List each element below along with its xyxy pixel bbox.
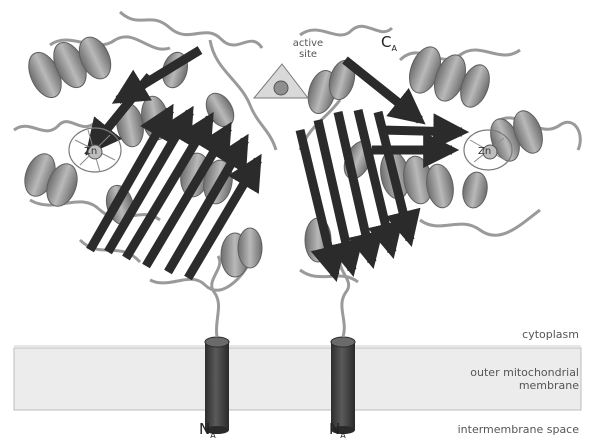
active-site-label: active site [288, 38, 328, 60]
left-monomer [14, 12, 276, 290]
cytoplasm-label: cytoplasm [522, 329, 579, 341]
active-site-marker [254, 64, 308, 98]
zn-label-right: Zn [478, 146, 491, 158]
n-terminus-label-left: NA [199, 423, 216, 442]
zn-label-left: Zn [84, 146, 97, 158]
intermembrane-space-label: intermembrane space [458, 424, 579, 436]
membrane-label: outer mitochondrial membrane [470, 366, 579, 392]
c-terminus-label: CA [381, 36, 397, 55]
n-terminus-label-right: NA [329, 423, 346, 442]
right-monomer [300, 26, 580, 282]
linker-left [212, 256, 220, 337]
